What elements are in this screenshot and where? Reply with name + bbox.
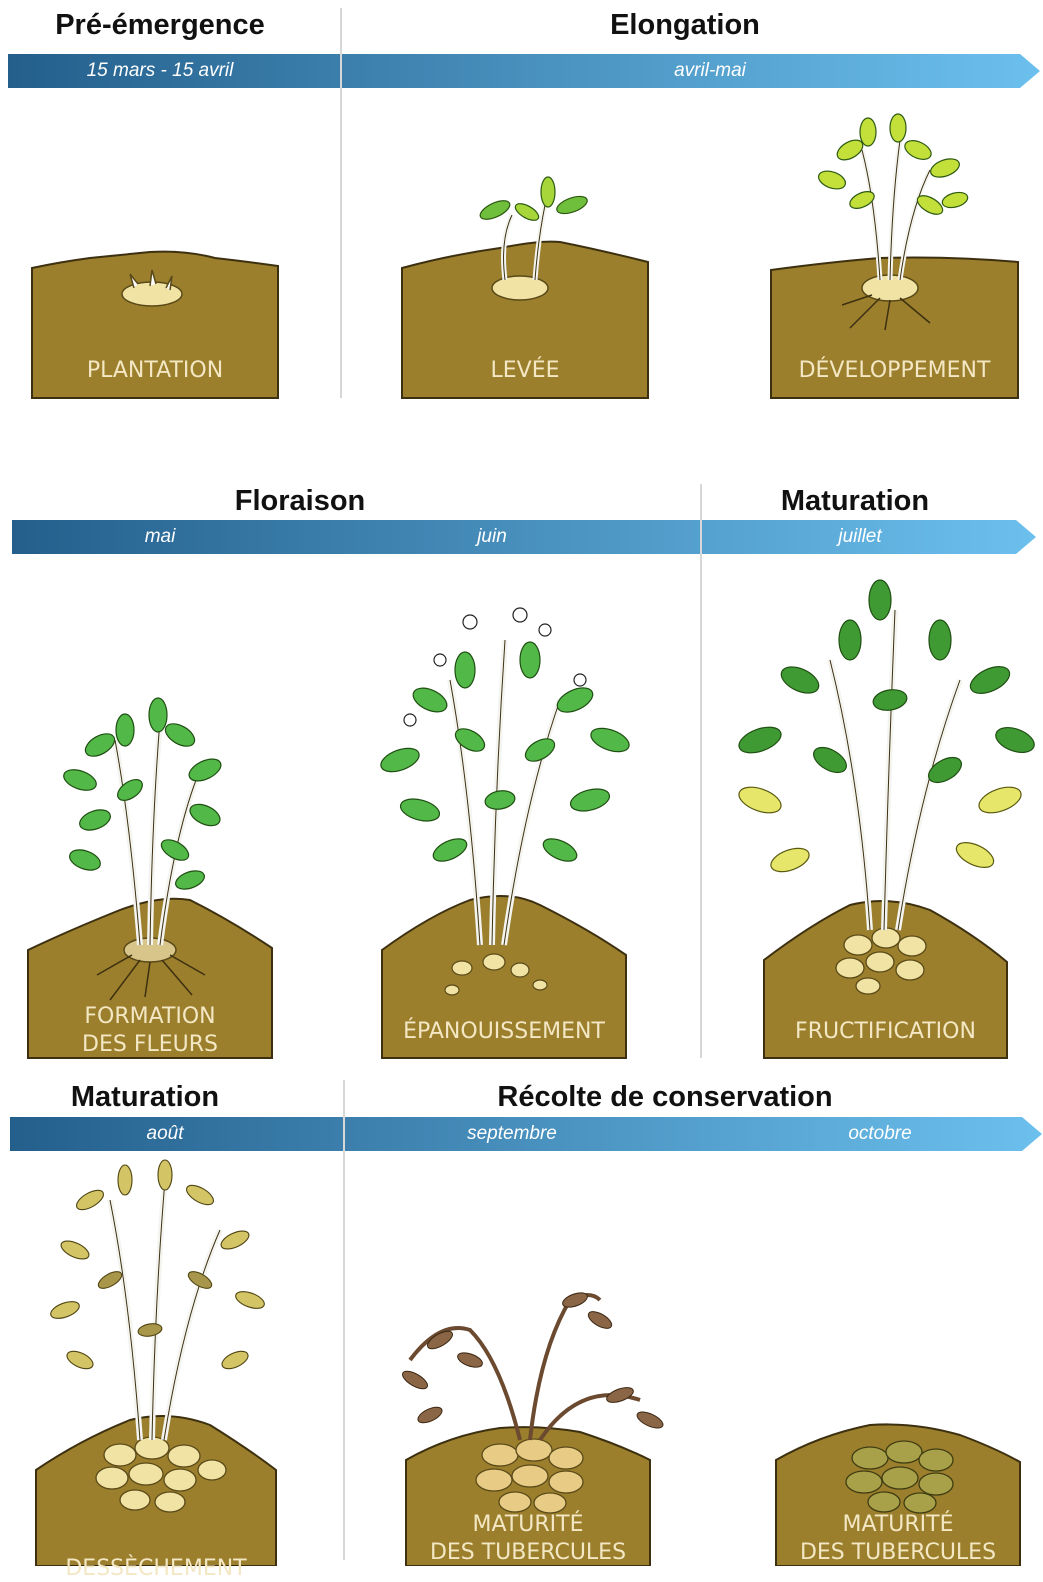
stage-label-maturite-2-line2: DES TUBERCULES	[776, 1539, 1020, 1566]
stage-label-dessechement: DESSÈCHEMENT	[36, 1555, 276, 1582]
stage-label-maturite-1-line2: DES TUBERCULES	[406, 1539, 650, 1566]
dessechement-illustration	[36, 1160, 276, 1566]
stage-label-maturite-2-line1: MATURITÉ	[776, 1511, 1020, 1538]
stage-label-maturite-1-line1: MATURITÉ	[406, 1511, 650, 1538]
